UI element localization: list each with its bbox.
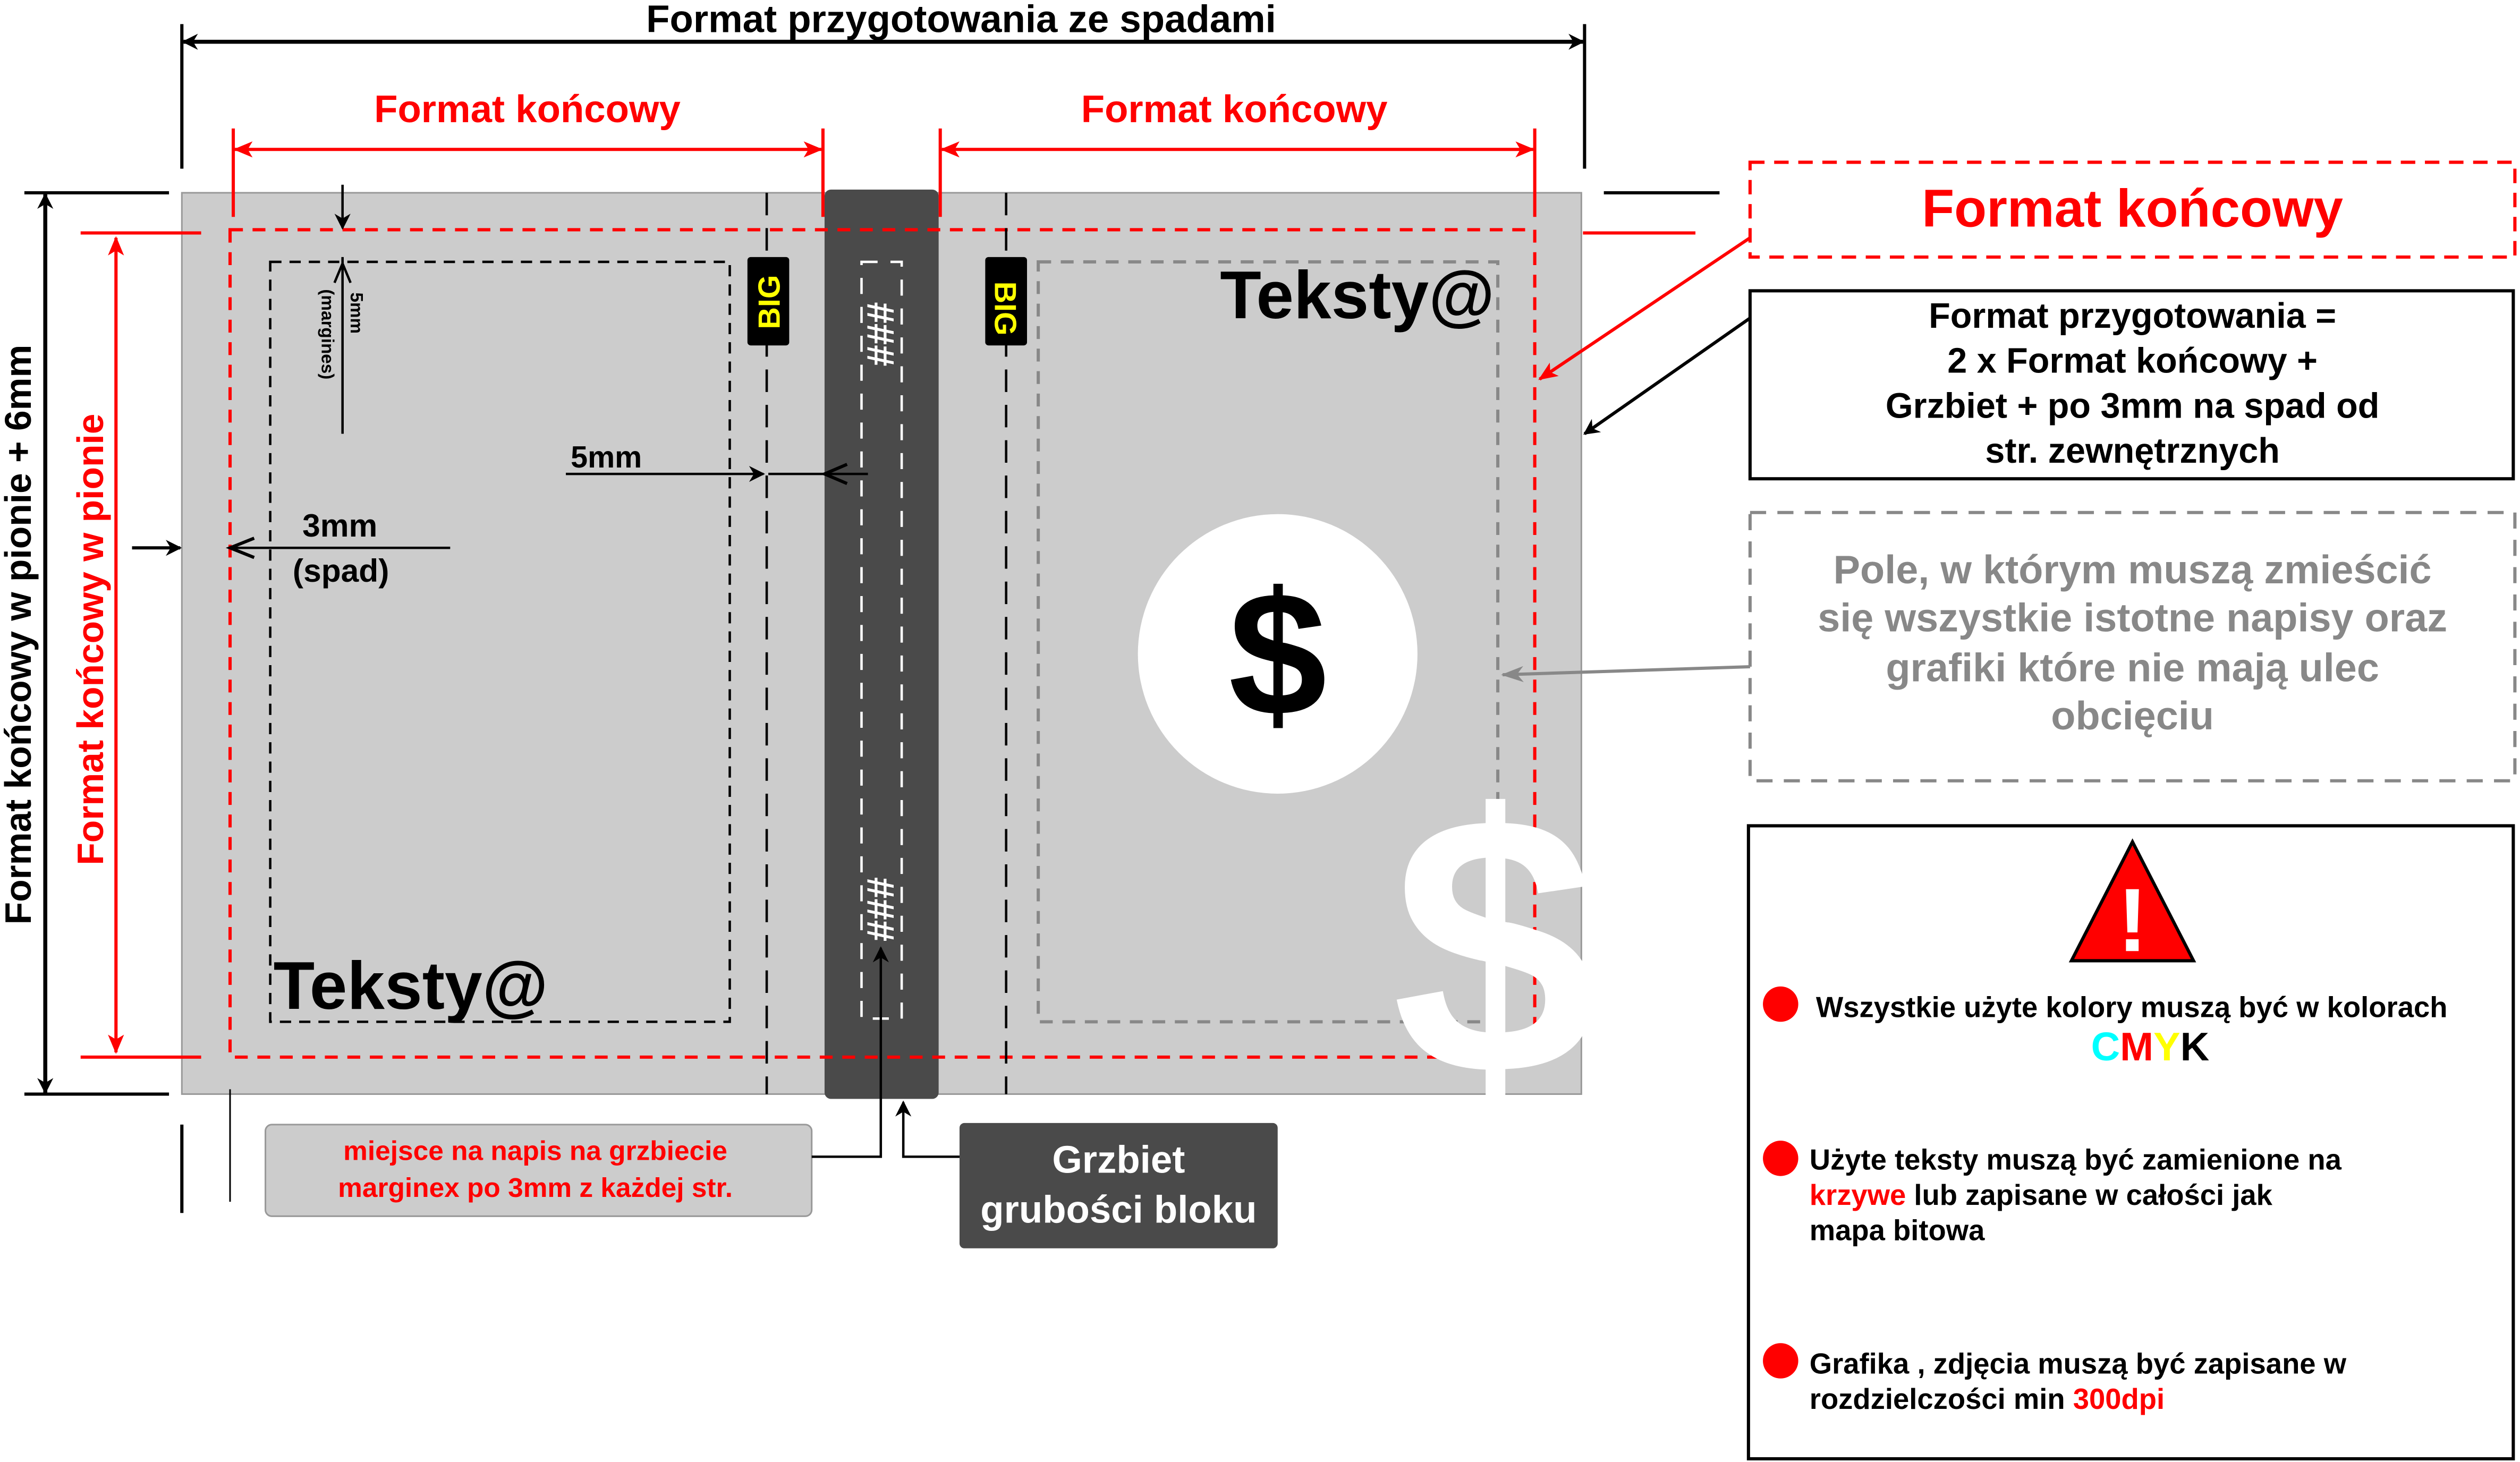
bullet-icon bbox=[1763, 1141, 1798, 1176]
warning-icon: ! bbox=[2068, 838, 2196, 970]
big-label-right: BIG bbox=[985, 257, 1027, 346]
spine-label-line2: grubości bloku bbox=[980, 1188, 1257, 1231]
bullet-icon bbox=[1763, 1343, 1798, 1379]
spine-label-line1: Grzbiet bbox=[1052, 1138, 1185, 1182]
cmyk-label: CMYK bbox=[2091, 1025, 2210, 1069]
warning-item-2-line3: mapa bitowa bbox=[1810, 1214, 1985, 1247]
top-dimension-label: Format przygotowania ze spadami bbox=[646, 0, 1276, 40]
bullet-icon bbox=[1763, 986, 1798, 1022]
callout-final-text: Format końcowy bbox=[1922, 179, 2343, 238]
callout-safe-line2: się wszystkie istotne napisy oraz bbox=[1818, 596, 2447, 641]
callout-safe-line1: Pole, w którym muszą zmieścić bbox=[1834, 548, 2432, 592]
warning-item-2-line1: Użyte teksty muszą być zamienione na bbox=[1810, 1144, 2342, 1176]
margin-rotated-label: 5mm bbox=[346, 292, 366, 334]
dollar-circle bbox=[1138, 514, 1418, 794]
dollar-watermark-icon: $ bbox=[1392, 739, 1598, 1152]
warning-item-3-line1: Grafika , zdjęcia muszą być zapisane w bbox=[1810, 1348, 2347, 1380]
bleed-line bbox=[228, 228, 1537, 1059]
final-format-label-left: Format końcowy bbox=[374, 88, 681, 131]
final-format-label-right: Format końcowy bbox=[1081, 88, 1388, 131]
spine-mark-bottom: ### bbox=[859, 877, 902, 941]
spine-note-line1: miejsce na napis na grzbiecie bbox=[343, 1135, 727, 1166]
spine-note-line2: marginex po 3mm z każdej str. bbox=[338, 1172, 733, 1203]
safe-area-left bbox=[269, 260, 731, 1023]
bleed-note: (spad) bbox=[293, 552, 389, 589]
callout-safe-box bbox=[1748, 511, 2517, 783]
spine bbox=[824, 189, 939, 1099]
warning-item-1: Wszystkie użyte kolory muszą być w kolor… bbox=[1816, 991, 2448, 1023]
callout-final-box bbox=[1748, 160, 2517, 259]
bleed-label: 3mm bbox=[302, 507, 377, 543]
callout-prep-line3: Grzbiet + po 3mm na spad od bbox=[1886, 386, 2380, 426]
callout-safe-line3: grafiki które nie mają ulec bbox=[1886, 645, 2379, 690]
warning-item-3-line2: rozdzielczości min 300dpi bbox=[1810, 1383, 2165, 1415]
spine-label-box bbox=[959, 1123, 1278, 1248]
sample-text-left: Teksty@ bbox=[274, 948, 548, 1023]
svg-text:!: ! bbox=[2117, 870, 2147, 970]
warning-item-2-line2: krzywe lub zapisane w całości jak bbox=[1810, 1179, 2273, 1211]
dollar-icon: $ bbox=[1228, 556, 1327, 753]
sample-text-right: Teksty@ bbox=[1220, 257, 1495, 333]
safe-area-right bbox=[1037, 260, 1500, 1024]
vertical-inner-label: Format końcowy w pionie bbox=[70, 414, 111, 865]
callout-prep-box bbox=[1748, 289, 2515, 481]
callout-safe-line4: obcięciu bbox=[2051, 694, 2214, 738]
margin-rotated-note: (margines) bbox=[317, 289, 337, 379]
spine-note-box bbox=[265, 1124, 813, 1217]
svg-text:BIG: BIG bbox=[752, 275, 786, 329]
svg-text:BIG: BIG bbox=[988, 282, 1022, 336]
spine-mark-top: ### bbox=[859, 302, 902, 366]
big-label-left: BIG bbox=[747, 257, 790, 346]
vertical-outer-label: Format końcowy w pionie + 6mm bbox=[0, 345, 39, 925]
margin-label: 5mm bbox=[571, 440, 642, 474]
callout-prep-line2: 2 x Format końcowy + bbox=[1947, 342, 2318, 381]
callout-prep-line4: str. zewnętrznych bbox=[1985, 431, 2279, 471]
callout-prep-line1: Format przygotowania = bbox=[1929, 296, 2336, 336]
